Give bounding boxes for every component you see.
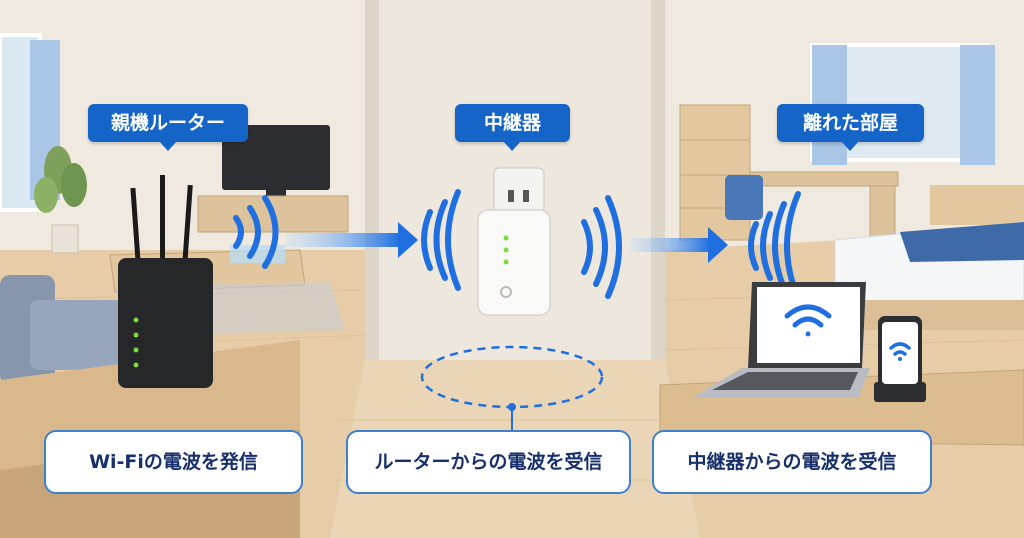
room-label-text: 離れた部屋 [802,112,898,134]
repeater-label: 中継器 [455,104,570,151]
wifi-icon [889,342,911,361]
bed [834,185,1024,330]
room-label: 離れた部屋 [777,104,924,151]
repeater-icon [477,167,551,316]
laptop-icon [692,282,870,398]
wifi-icon [784,304,832,337]
repeater-label-pointer [503,141,521,151]
router-caption: Wi-Fiの電波を発信 [44,430,303,494]
room-label-pointer [841,141,859,151]
coverage-dot [508,403,516,411]
left-window [0,33,60,212]
arrow-icon [630,227,728,263]
router-label: 親機ルーター [88,104,248,151]
desk [725,171,899,242]
signal-wave-icon [581,195,622,299]
room-caption: 中継器からの電波を受信 [652,430,932,494]
signal-wave-icon [421,189,461,291]
router-label-pointer [159,141,177,151]
wall-edge-right [651,0,665,360]
router-icon [118,175,213,388]
arrow-icon [285,222,418,258]
repeater-label-text: 中継器 [483,112,541,134]
router-label-text: 親機ルーター [110,112,225,134]
wall-edge-left [365,0,379,360]
tv [197,125,349,233]
plant [34,146,87,254]
sofa [0,275,125,385]
repeater-caption: ルーターからの電波を受信 [346,430,631,494]
signal-wave-icon [233,195,279,269]
